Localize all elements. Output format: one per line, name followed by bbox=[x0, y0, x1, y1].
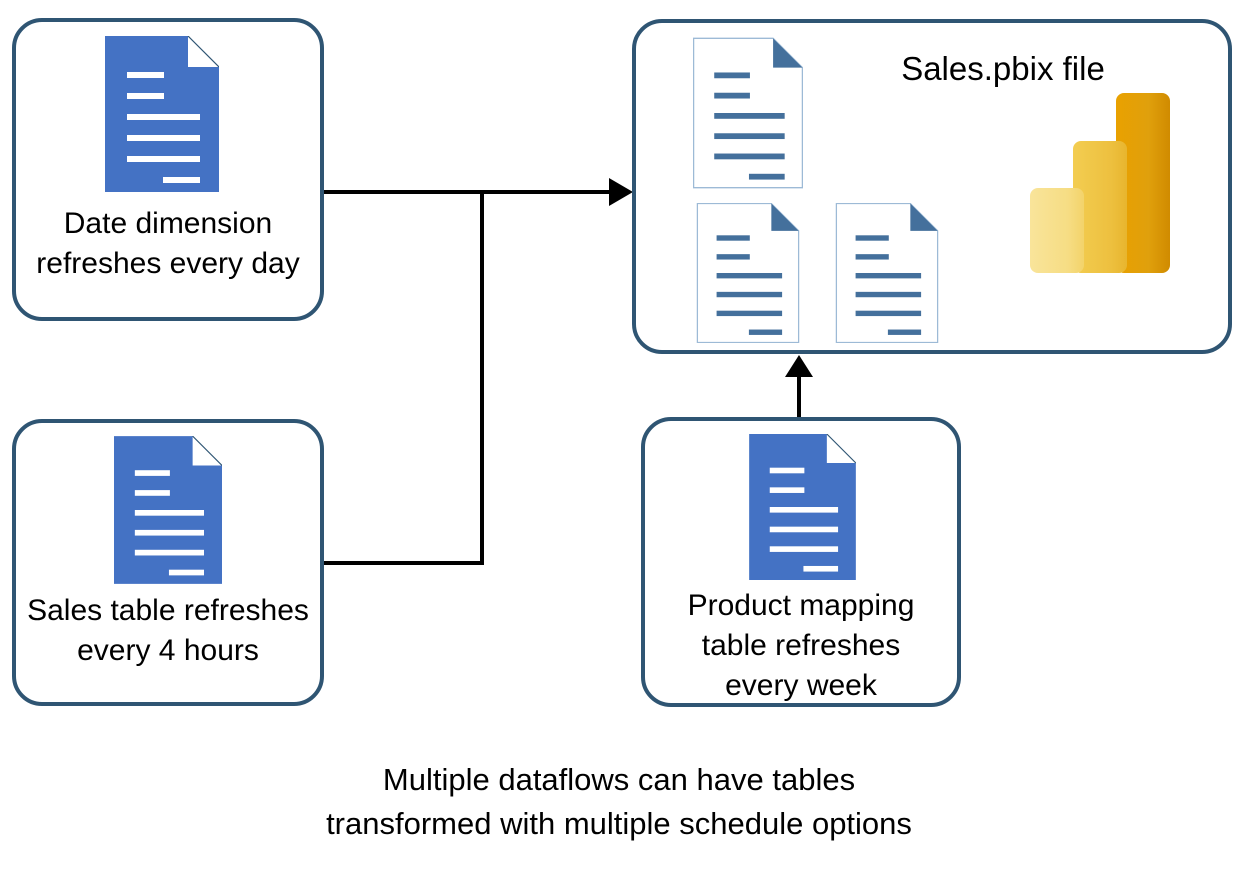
box-date-dimension[interactable]: Date dimension refreshes every day bbox=[12, 18, 324, 321]
connector-vertical-left bbox=[480, 190, 484, 565]
box-product-mapping[interactable]: Product mapping table refreshes every we… bbox=[641, 417, 961, 707]
box-sales-table[interactable]: Sales table refreshes every 4 hours bbox=[12, 419, 324, 706]
document-outline-icon bbox=[693, 37, 803, 189]
document-icon bbox=[114, 436, 222, 584]
connector-horizontal-top bbox=[323, 190, 623, 194]
box-label-product-mapping: Product mapping table refreshes every we… bbox=[687, 589, 915, 702]
document-outline-icon bbox=[693, 203, 803, 343]
connector-horizontal-bottom bbox=[323, 561, 484, 565]
box-pbix-file[interactable]: Sales.pbix file bbox=[632, 19, 1232, 354]
diagram-caption: Multiple dataflows can have tables trans… bbox=[326, 762, 912, 842]
connector-vertical-product-mapping bbox=[797, 370, 801, 420]
powerbi-logo-icon bbox=[1030, 93, 1170, 273]
pbix-file-title: Sales.pbix file bbox=[901, 50, 1105, 87]
document-icon bbox=[105, 36, 219, 192]
document-outline-icon bbox=[832, 203, 942, 343]
box-label-date-dimension: Date dimension refreshes every day bbox=[36, 207, 300, 280]
up-arrowhead-icon bbox=[785, 355, 813, 377]
box-label-sales-table: Sales table refreshes every 4 hours bbox=[27, 594, 309, 667]
right-arrowhead-icon bbox=[609, 178, 633, 206]
document-icon bbox=[749, 434, 856, 580]
